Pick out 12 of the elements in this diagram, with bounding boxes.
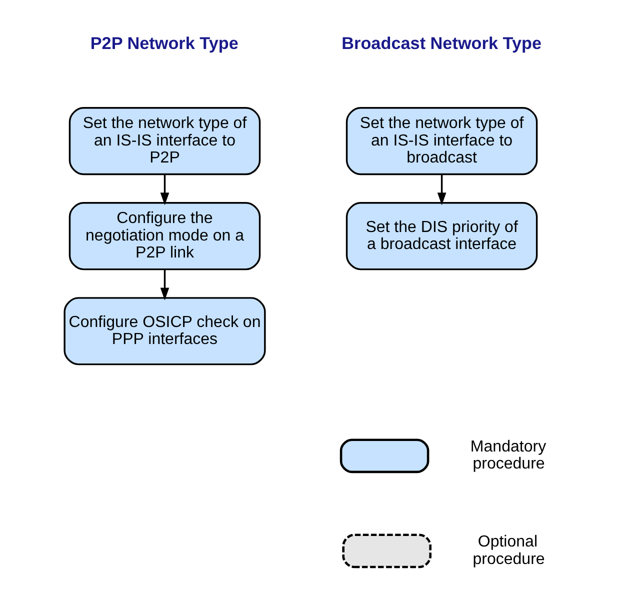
arrow (160, 270, 169, 300)
arrow (160, 174, 169, 206)
label: P2P Network Type (90, 32, 238, 53)
node-box: Configure OSICP check on PPP interfaces (63, 297, 266, 366)
legend-label: Mandatory procedure (470, 438, 546, 473)
node-box: Set the DIS priority of a broadcast interface (345, 202, 538, 270)
arrow (436, 174, 446, 206)
node-box: Set the network type of an IS-IS interface to P2P (68, 107, 260, 176)
legend-label: Optional procedure (472, 532, 544, 568)
node-box: Configure the negotiation mode on a P2P link (68, 202, 260, 270)
label: Broadcast Network Type (341, 32, 542, 53)
node-box: Set the network type of an IS-IS interface to broadcast (345, 107, 538, 176)
